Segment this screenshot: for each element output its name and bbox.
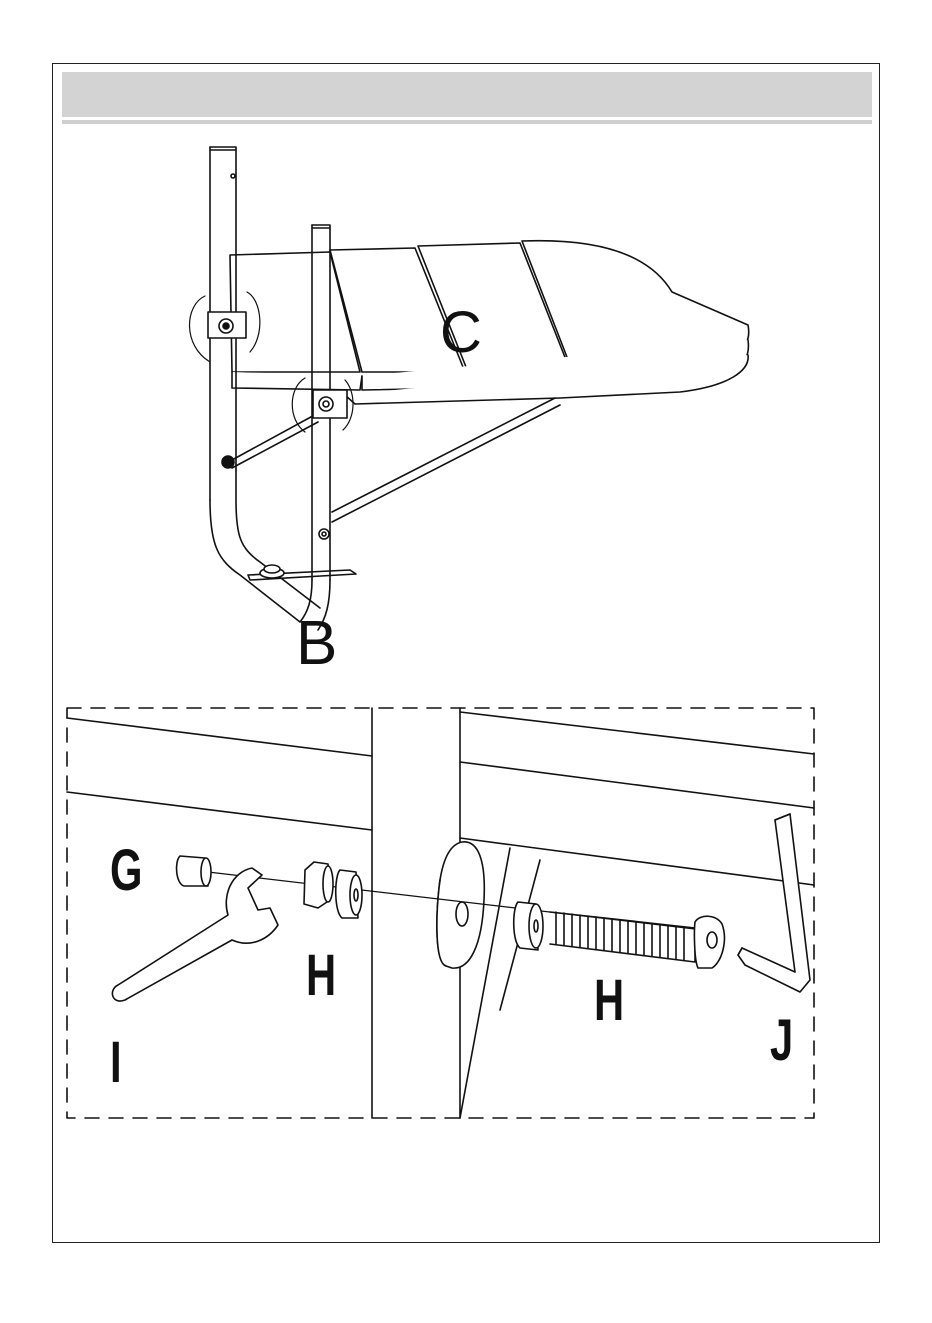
label-frame: B bbox=[296, 609, 337, 678]
allen-key bbox=[738, 814, 810, 992]
seat-illustration bbox=[189, 147, 748, 630]
detail-panel bbox=[67, 708, 814, 1118]
label-nut-washer: H bbox=[306, 942, 336, 1007]
threaded-bolt bbox=[550, 912, 724, 968]
label-wrench: I bbox=[110, 1029, 122, 1094]
nut-and-washer bbox=[304, 862, 362, 918]
label-cap-nut: G bbox=[110, 837, 142, 902]
label-seat: C bbox=[440, 300, 482, 365]
cap-nut bbox=[177, 856, 211, 886]
seat-slats bbox=[230, 241, 749, 404]
support-struts bbox=[232, 398, 560, 522]
label-allen-key: J bbox=[770, 1007, 793, 1072]
foot-bracket bbox=[248, 565, 356, 580]
label-bolt: H bbox=[594, 967, 624, 1032]
bolt-washer bbox=[514, 902, 543, 950]
mounting-bracket bbox=[437, 842, 484, 968]
